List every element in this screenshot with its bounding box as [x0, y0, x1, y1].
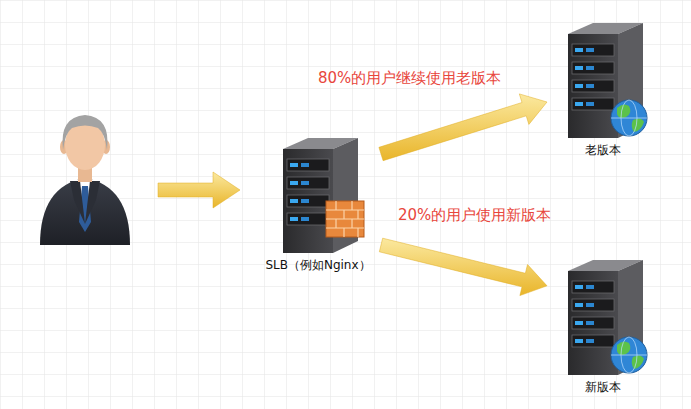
server-node: 新版本	[553, 255, 653, 395]
server-icon	[553, 18, 653, 142]
user-figure	[40, 115, 130, 245]
traffic-label: 80%的用户继续使用老版本	[318, 68, 501, 88]
traffic-arrow	[379, 238, 547, 295]
server-node: 老版本	[553, 18, 653, 158]
traffic-arrow	[379, 94, 547, 161]
server-icon	[268, 133, 368, 257]
server-node: SLB（例如Nginx）	[259, 133, 377, 273]
traffic-label: 20%的用户使用新版本	[398, 205, 551, 225]
flow-arrow	[158, 172, 240, 208]
server-icon	[553, 255, 653, 379]
server-label: 老版本	[582, 142, 624, 158]
server-label: 新版本	[582, 379, 624, 395]
server-label: SLB（例如Nginx）	[262, 257, 373, 273]
